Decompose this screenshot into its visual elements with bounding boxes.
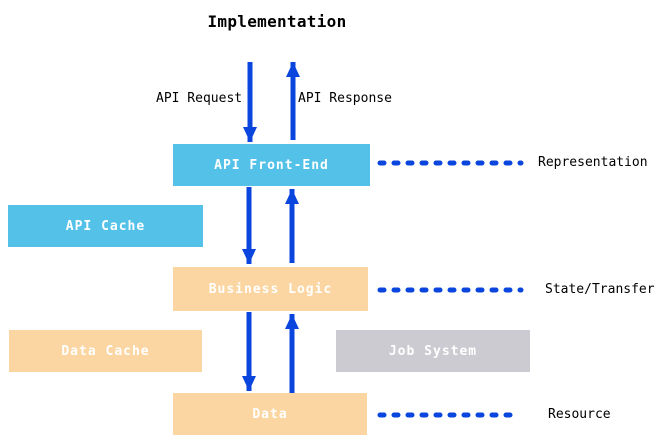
box-data-cache: Data Cache — [9, 330, 202, 372]
api-request-label: API Request — [156, 91, 243, 106]
box-business-logic-label: Business Logic — [208, 281, 333, 297]
box-api-front-end-label: API Front-End — [214, 157, 329, 173]
box-data: Data — [173, 393, 367, 435]
box-api-front-end: API Front-End — [173, 144, 370, 186]
box-job-system: Job System — [336, 330, 530, 372]
api-response-label: API Response — [298, 91, 392, 106]
diagram-title: Implementation — [207, 12, 347, 31]
box-api-cache-label: API Cache — [65, 218, 146, 234]
box-business-logic: Business Logic — [173, 267, 368, 311]
layer-label-state-transfer: State/Transfer — [545, 282, 655, 297]
box-data-label: Data — [252, 406, 288, 422]
layer-label-resource: Resource — [548, 407, 611, 422]
box-data-cache-label: Data Cache — [61, 343, 150, 359]
layer-label-representation: Representation — [538, 155, 648, 170]
box-api-cache: API Cache — [8, 205, 203, 247]
box-job-system-label: Job System — [388, 343, 478, 359]
